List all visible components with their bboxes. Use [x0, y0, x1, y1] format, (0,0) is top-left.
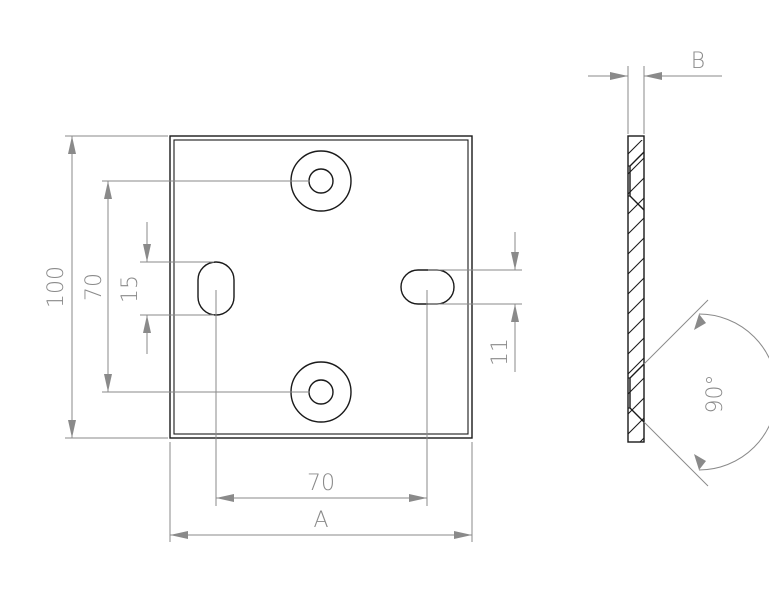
- dimension-slot-length: 15: [118, 222, 214, 354]
- dimension-height-total: 100: [44, 135, 168, 439]
- plate-section-outline: [627, 135, 645, 443]
- dimension-thickness: B: [588, 49, 722, 134]
- dimension-label-90-deg: 90°: [703, 375, 728, 414]
- dimension-height-holes: 70: [82, 180, 310, 393]
- dimension-width-slots: 70: [215, 290, 428, 506]
- countersink-profile-top: [629, 151, 645, 211]
- dimension-label-15: 15: [118, 275, 143, 303]
- dimension-label-11: 11: [488, 338, 513, 366]
- dimension-slot-width: 11: [428, 232, 522, 372]
- dimension-width-total: A: [169, 442, 473, 542]
- dimension-countersink-angle: 90°: [643, 299, 769, 487]
- dimension-label-70-horizontal: 70: [307, 471, 335, 496]
- plate-outline: [169, 135, 473, 439]
- dimension-label-b: B: [691, 49, 705, 74]
- dimension-label-a: A: [313, 508, 328, 533]
- countersink-profile-bottom: [629, 363, 645, 423]
- plate-chamfer-edge: [173, 139, 469, 435]
- dimension-label-70-vertical: 70: [82, 273, 107, 301]
- section-hatching: [628, 140, 644, 442]
- side-section-view: [627, 135, 645, 443]
- dimension-label-100: 100: [44, 266, 69, 308]
